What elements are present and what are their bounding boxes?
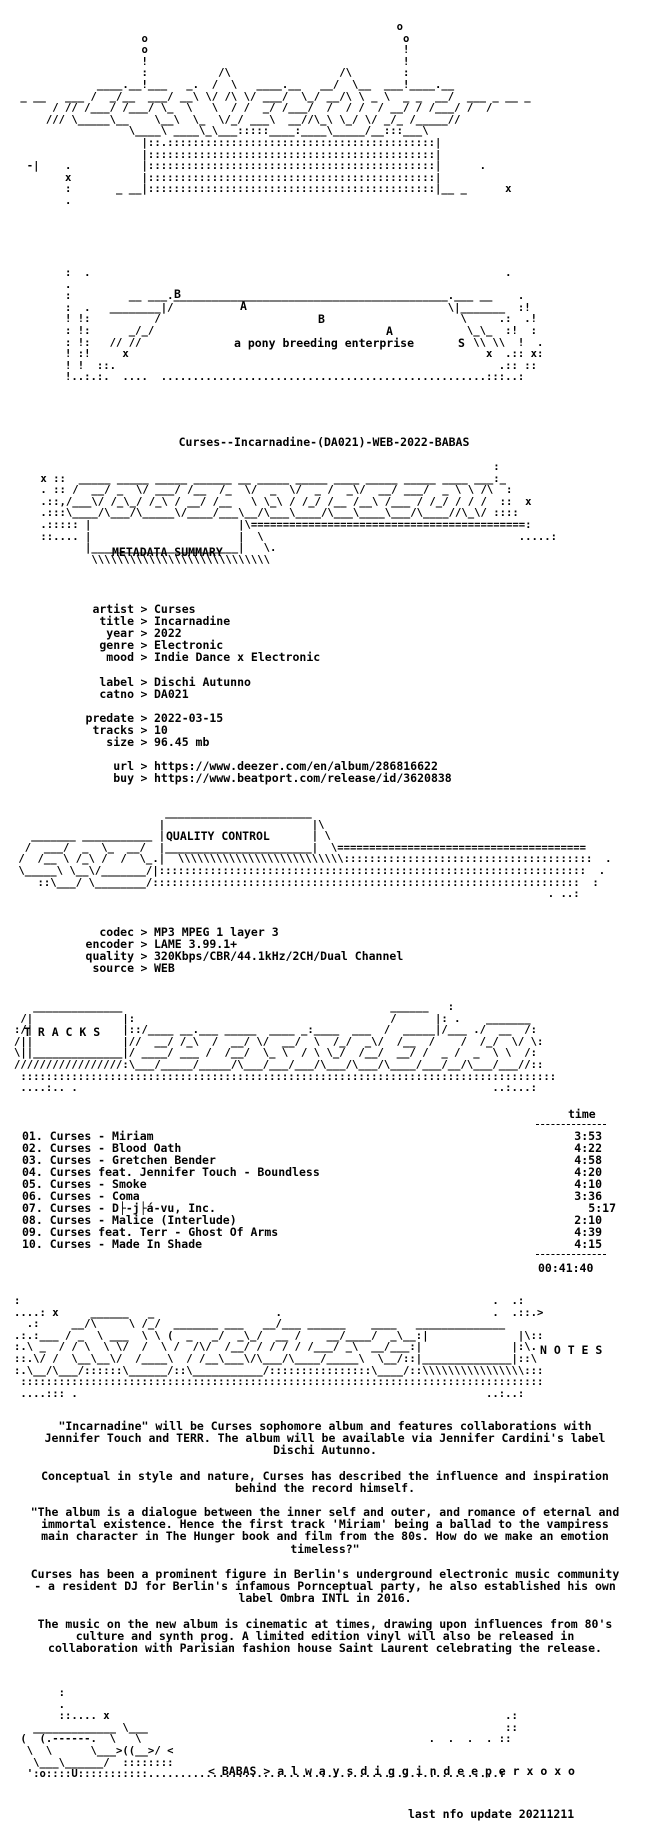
track-time: 2:10: [574, 1213, 602, 1227]
header-letter: A: [386, 323, 393, 338]
meta-value: 10: [154, 723, 168, 737]
footer-art: : . ::.... x .: _____________ \___ :: ( …: [20, 1687, 518, 1781]
quality-source: source>WEB: [92, 961, 175, 975]
quality-encoder: encoder>LAME 3.99.1+: [85, 937, 238, 951]
meta-predate: predate>2022-03-15: [85, 711, 224, 725]
track-time: 4:22: [574, 1141, 602, 1155]
meta-artist: artist>Curses: [92, 602, 196, 616]
quality-banner-art: _______________________ | |\ _______ ___…: [18, 807, 612, 901]
header-letter: A: [240, 299, 247, 314]
tracks-time-header: time: [568, 1107, 596, 1121]
header-frame-art: : . . . : __ ___._______________________…: [65, 267, 544, 384]
track-row: 08. Curses - Malice (Interlude)2:10: [22, 1213, 602, 1227]
meta-value: Electronic: [154, 638, 224, 652]
quality-value: 320Kbps/CBR/44.1kHz/2CH/Dual Channel: [154, 949, 404, 963]
quality-value: MP3 MPEG 1 layer 3: [154, 925, 279, 939]
header-letter: B: [174, 287, 181, 302]
header-letter: B: [318, 311, 325, 326]
track-time: 4:15: [574, 1237, 602, 1251]
track-title: Curses - Gretchen Bender: [49, 1153, 216, 1167]
tracks-total-rule: [536, 1254, 606, 1255]
track-row: 07. Curses - D├-j├á-vu, Inc.5:17: [22, 1201, 616, 1215]
track-time: 3:36: [574, 1189, 602, 1203]
footer-tagline: < BABAS > a l w a y s d i g g i n d e e …: [208, 1765, 575, 1777]
track-time: 4:20: [574, 1165, 602, 1179]
tracks-header-rule: [536, 1124, 606, 1125]
meta-year: year>2022: [106, 626, 182, 640]
footer-group-tag: < BABAS >: [208, 1764, 271, 1778]
track-title: Curses - Made In Shade: [49, 1237, 203, 1251]
notes-section-label: N O T E S: [540, 1343, 603, 1357]
metadata-section-label: METADATA SUMMARY: [112, 545, 223, 559]
quality-value: WEB: [154, 961, 175, 975]
tracks-section-label: T R A C K S: [24, 1025, 101, 1039]
meta-value: Incarnadine: [154, 614, 231, 628]
track-title: Curses - Blood Oath: [49, 1141, 182, 1155]
quality-section-label: QUALITY CONTROL: [166, 829, 270, 843]
notes-paragraph: "The album is a dialogue between the inn…: [30, 1505, 620, 1556]
notes-paragraph: Curses has been a prominent figure in Be…: [30, 1567, 620, 1606]
track-title: Curses - Malice (Interlude): [49, 1213, 237, 1227]
meta-tracks: tracks>10: [92, 723, 168, 737]
track-time: 4:39: [574, 1225, 602, 1239]
meta-size: size>96.45 mb: [106, 735, 210, 749]
meta-buy-link[interactable]: https://www.beatport.com/release/id/3620…: [154, 771, 452, 785]
quality-value: LAME 3.99.1+: [154, 937, 238, 951]
header-letters: B A B A S: [0, 276, 648, 361]
notes-banner-art: : . .: ....: x ______ _ . . .::.> .: __/…: [14, 1295, 544, 1400]
meta-value: Dischi Autunno: [154, 675, 251, 689]
footer-motto: a l w a y s d i g g i n d e e p e r x o …: [277, 1764, 575, 1778]
meta-catno: catno>DA021: [99, 687, 189, 701]
meta-value: Curses: [154, 602, 196, 616]
metadata-banner-art: : x :: _____ _____ _____ ______ __ _____…: [40, 461, 557, 566]
release-name: Curses--Incarnadine-(DA021)-WEB-2022-BAB…: [178, 435, 470, 449]
track-time: 3:53: [574, 1129, 602, 1143]
meta-value: 96.45 mb: [154, 735, 210, 749]
meta-buy: buy>https://www.beatport.com/release/id/…: [113, 771, 452, 785]
header-letter: S: [458, 336, 465, 351]
babas-logo-art: o o o o ! ! !: [20, 21, 531, 207]
notes-paragraph: Conceptual in style and nature, Curses h…: [41, 1469, 609, 1496]
meta-value: Indie Dance x Electronic: [154, 650, 321, 664]
meta-label: label>Dischi Autunno: [99, 675, 251, 689]
meta-url-link[interactable]: https://www.deezer.com/en/album/28681662…: [154, 759, 438, 773]
track-row: 04. Curses feat. Jennifer Touch - Boundl…: [22, 1165, 602, 1179]
meta-mood: mood>Indie Dance x Electronic: [106, 650, 321, 664]
meta-genre: genre>Electronic: [99, 638, 224, 652]
meta-value: DA021: [154, 687, 189, 701]
track-time: 5:17: [588, 1201, 616, 1215]
track-time: 4:10: [574, 1177, 602, 1191]
last-update: last nfo update 20211211: [408, 1807, 575, 1821]
track-title: Curses - D├-j├á-vu, Inc.: [49, 1201, 216, 1215]
track-title: Curses feat. Terr - Ghost Of Arms: [49, 1225, 279, 1239]
quality-quality: quality>320Kbps/CBR/44.1kHz/2CH/Dual Cha…: [85, 949, 404, 963]
quality-codec: codec>MP3 MPEG 1 layer 3: [99, 925, 279, 939]
track-title: Curses feat. Jennifer Touch - Boundless: [49, 1165, 320, 1179]
notes-paragraph: "Incarnadine" will be Curses sophomore a…: [44, 1419, 606, 1458]
track-title: Curses - Coma: [49, 1189, 140, 1203]
meta-url: url>https://www.deezer.com/en/album/2868…: [113, 759, 438, 773]
notes-paragraph: The music on the new album is cinematic …: [37, 1617, 613, 1656]
meta-value: 2022-03-15: [154, 711, 224, 725]
meta-title: title>Incarnadine: [99, 614, 231, 628]
tracks-total-time: 00:41:40: [538, 1261, 594, 1275]
header-tagline: a pony breeding enterprise: [233, 336, 414, 350]
tracks-banner-art: ______________ ______ : /| |: / |: . ___…: [14, 1001, 557, 1095]
meta-value: 2022: [154, 626, 182, 640]
track-title: Curses - Miriam: [49, 1129, 154, 1143]
track-title: Curses - Smoke: [49, 1177, 147, 1191]
track-time: 4:58: [574, 1153, 602, 1167]
